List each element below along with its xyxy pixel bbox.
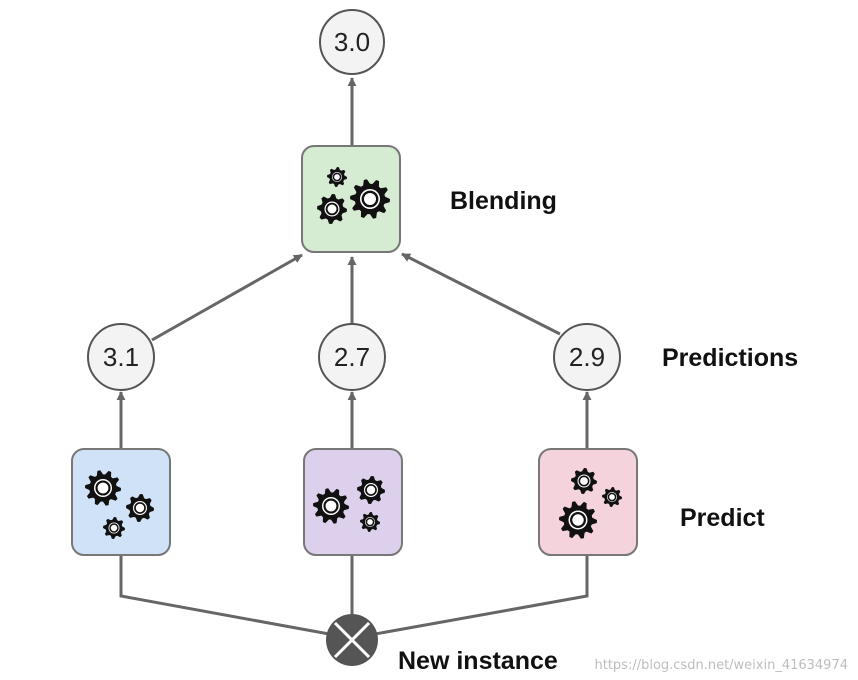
gear-icon <box>602 487 622 507</box>
stage-label-blending: Blending <box>450 187 557 215</box>
gear-icon <box>571 468 597 494</box>
cross-line <box>333 621 371 659</box>
gear-icon <box>103 517 125 539</box>
edge-prediction-1-to-blender <box>151 253 303 342</box>
gear-icon <box>85 470 121 506</box>
watermark-text: https://blog.csdn.net/weixin_41634974 <box>594 658 848 673</box>
stage-label-predict: Predict <box>680 504 765 532</box>
edges <box>116 77 592 638</box>
prediction-node: 3.1 <box>87 323 155 391</box>
output-circle <box>319 9 385 75</box>
gear-icon <box>126 494 154 522</box>
output-value: 3.0 <box>334 27 370 57</box>
gear-icon <box>317 194 347 224</box>
prediction-node: 2.9 <box>553 323 621 391</box>
output-node: 3.0 <box>319 9 385 75</box>
edge-input-to-predictor-1 <box>119 554 341 638</box>
gear-icon <box>350 179 390 219</box>
prediction-circle <box>318 323 386 391</box>
predictor-node <box>303 448 403 556</box>
prediction-circle <box>87 323 155 391</box>
gear-icon <box>327 167 347 187</box>
prediction-value: 2.7 <box>334 342 370 372</box>
gear-icon <box>559 501 597 539</box>
stage-label-predictions: Predictions <box>662 344 798 372</box>
blender-node <box>301 145 401 253</box>
predictor-node <box>71 448 171 556</box>
prediction-circle <box>553 323 621 391</box>
predictor-box <box>71 448 171 556</box>
predictor-box <box>538 448 638 556</box>
gear-icon <box>360 512 380 532</box>
prediction-value: 3.1 <box>103 342 139 372</box>
stage-label-new-instance: New instance <box>398 647 558 675</box>
edge-prediction-3-to-blender <box>401 252 561 336</box>
prediction-value: 2.9 <box>569 342 605 372</box>
predictor-box <box>303 448 403 556</box>
edge-input-to-predictor-3 <box>363 554 589 638</box>
prediction-node: 2.7 <box>318 323 386 391</box>
predictor-node <box>538 448 638 556</box>
new-instance-node <box>326 614 378 666</box>
gear-icon <box>357 476 385 504</box>
gear-icon <box>313 488 349 524</box>
